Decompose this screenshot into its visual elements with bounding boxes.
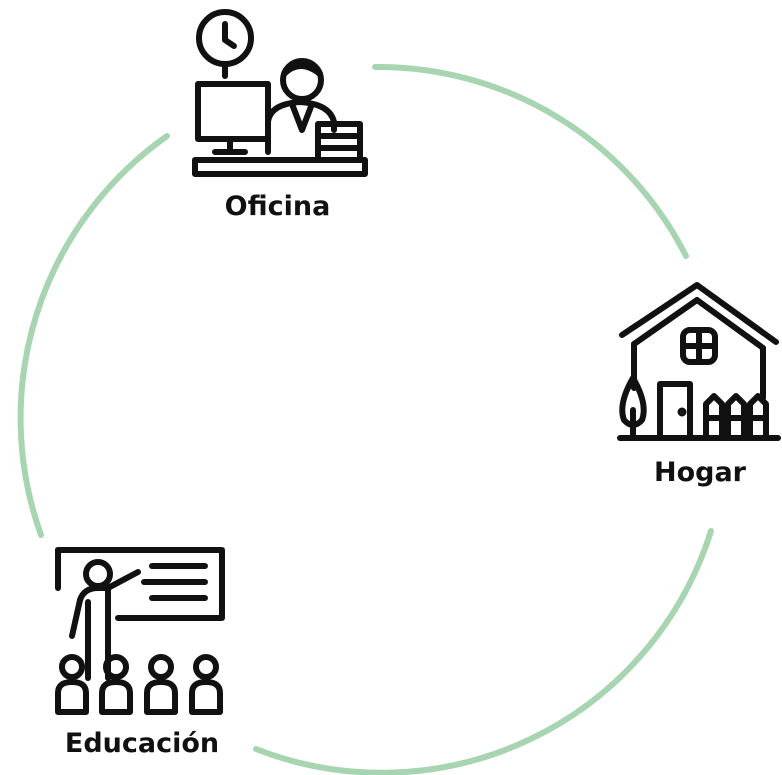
ring-arc-hogar-to-educacion bbox=[253, 528, 714, 775]
cycle-ring bbox=[17, 63, 714, 775]
educacion-label: Educación bbox=[64, 728, 220, 759]
office-worker-icon bbox=[192, 9, 368, 177]
oficina-label: Oficina bbox=[224, 191, 331, 222]
hogar-label: Hogar bbox=[653, 457, 746, 488]
ring-arc-educacion-to-oficina bbox=[17, 133, 170, 538]
ring-arc-oficina-to-hogar bbox=[372, 63, 689, 259]
house-icon bbox=[617, 282, 781, 441]
teacher-classroom-icon bbox=[55, 547, 225, 715]
